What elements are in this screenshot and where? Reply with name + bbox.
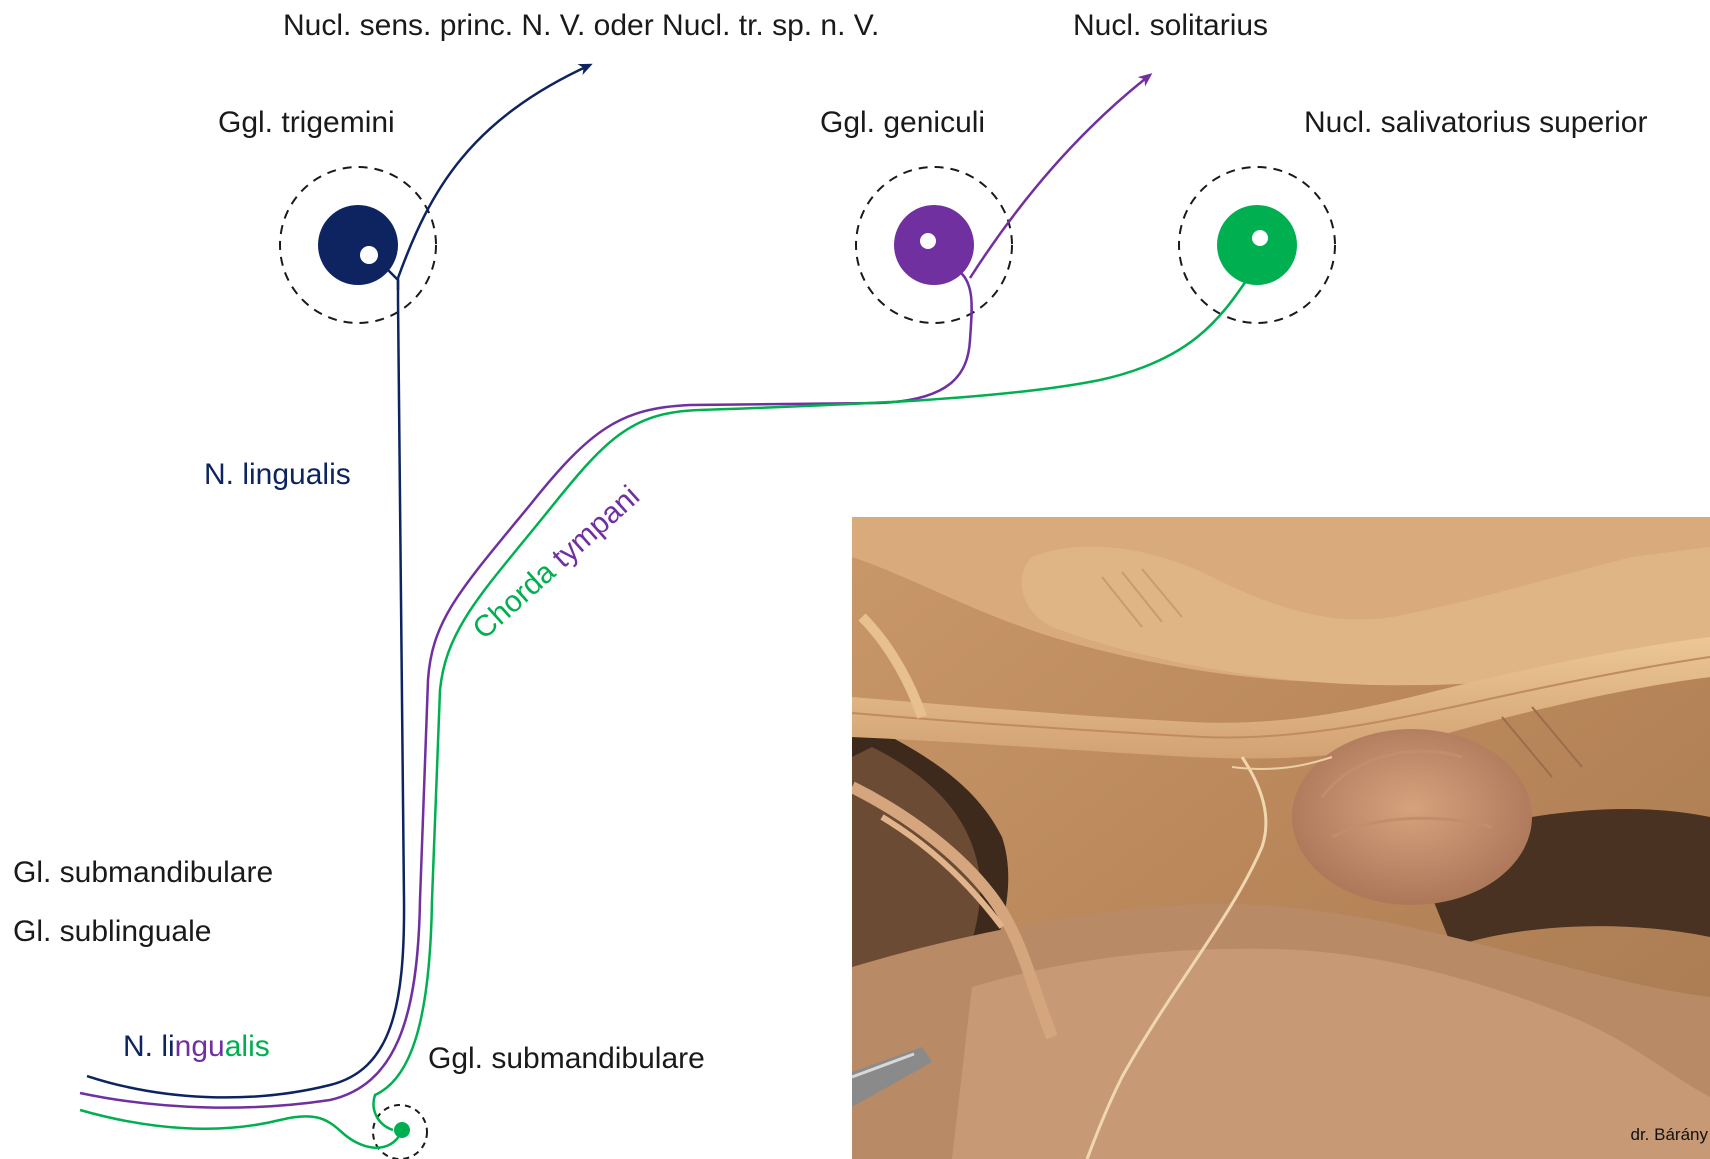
- label-n-lingualis-lower-purple: ngu: [175, 1030, 225, 1063]
- geniculi-central-process-arrow: [970, 75, 1150, 278]
- ggl-trigemini-nucleus: [360, 246, 378, 264]
- label-ggl-geniculi: Ggl. geniculi: [820, 108, 985, 138]
- dissection-photo-illustration: [852, 517, 1710, 1159]
- trigemini-stem-fork: [388, 270, 398, 290]
- label-nucl-salivatorius-superior: Nucl. salivatorius superior: [1304, 108, 1647, 138]
- chorda-tympani-taste-fiber: [80, 272, 972, 1108]
- label-n-lingualis-upper: N. lingualis: [204, 460, 351, 490]
- n-lingualis-trigeminal-fiber: [87, 280, 404, 1097]
- dissection-photo: dr. Bárány: [852, 517, 1710, 1159]
- label-gl-sublinguale: Gl. sublinguale: [13, 917, 211, 947]
- label-nucl-sens-princ: Nucl. sens. princ. N. V. oder Nucl. tr. …: [283, 11, 879, 41]
- label-n-lingualis-lower: N. lingualis: [123, 1032, 270, 1062]
- trigemini-central-process-arrow: [398, 65, 590, 278]
- label-gl-submandibulare: Gl. submandibulare: [13, 858, 273, 888]
- photo-credit: dr. Bárány: [1631, 1125, 1710, 1145]
- postganglionic-fiber-to-glands: [80, 1110, 402, 1148]
- label-n-lingualis-lower-green: alis: [225, 1030, 270, 1063]
- label-ggl-trigemini: Ggl. trigemini: [218, 108, 395, 138]
- label-nucl-solitarius: Nucl. solitarius: [1073, 11, 1268, 41]
- label-n-lingualis-lower-navy: N. li: [123, 1030, 175, 1063]
- nucl-salivatorius-nucleus: [1252, 230, 1268, 246]
- label-ggl-submandibulare: Ggl. submandibulare: [428, 1044, 705, 1074]
- ggl-geniculi-nucleus: [920, 233, 936, 249]
- ggl-trigemini-cell-body: [318, 205, 398, 285]
